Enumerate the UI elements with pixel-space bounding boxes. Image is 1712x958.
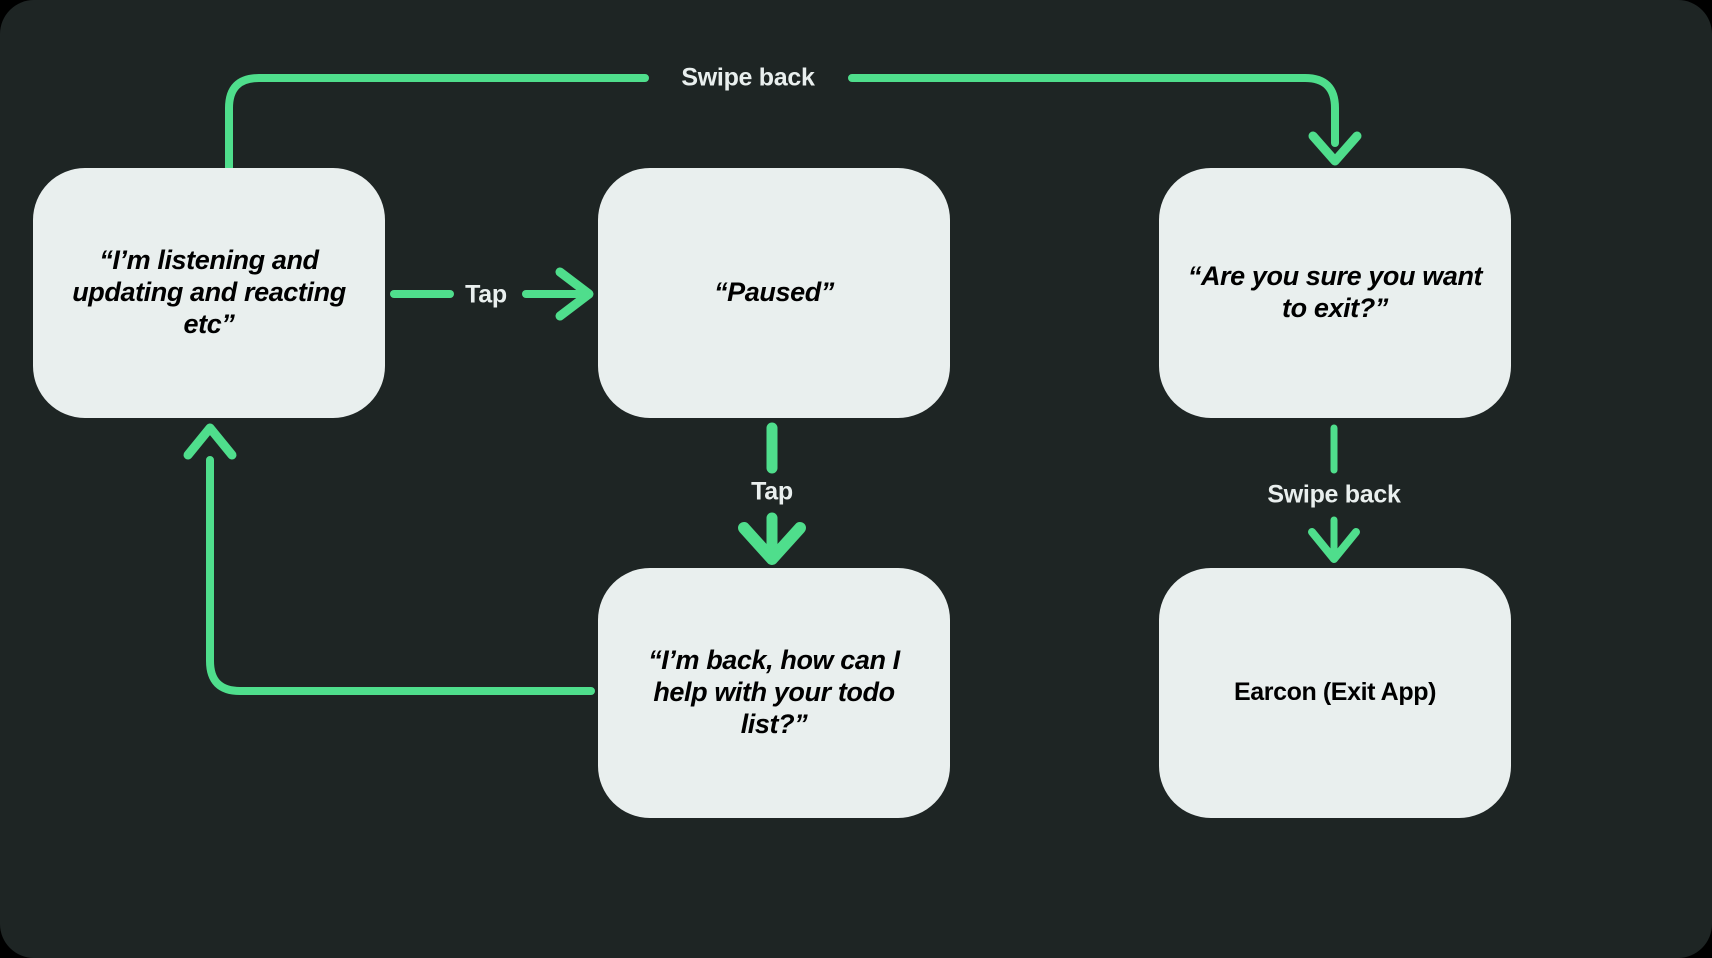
edge-swipe-back-top-right-segment: [848, 74, 1339, 147]
edge-swipe-back-right-arrowhead: [1308, 528, 1360, 563]
node-confirm-exit[interactable]: “Are you sure you want to exit?”: [1159, 168, 1511, 418]
node-earcon-exit-app[interactable]: Earcon (Exit App): [1159, 568, 1511, 818]
edge-label-tap-horizontal: Tap: [465, 280, 507, 309]
edge-label-swipe-back-right: Swipe back: [1267, 480, 1401, 509]
edge-tap-horizontal-arrowhead: [555, 267, 594, 321]
edge-label-tap-vertical: Tap: [751, 477, 793, 506]
edge-return-loop-line: [206, 456, 595, 695]
node-back-todo[interactable]: “I’m back, how can I help with your todo…: [598, 568, 950, 818]
node-back-todo-label: “I’m back, how can I help with your todo…: [648, 645, 900, 739]
edge-swipe-back-top-arrowhead: [1308, 131, 1362, 166]
edge-tap-vertical-arrowhead: [738, 522, 806, 565]
node-listening-label: “I’m listening and updating and reacting…: [72, 245, 346, 339]
node-paused[interactable]: “Paused”: [598, 168, 950, 418]
node-paused-label: “Paused”: [714, 277, 834, 308]
node-listening[interactable]: “I’m listening and updating and reacting…: [33, 168, 385, 418]
node-confirm-exit-label: “Are you sure you want to exit?”: [1187, 261, 1483, 323]
edge-swipe-back-top-left-segment: [225, 74, 649, 174]
edge-label-swipe-back-top: Swipe back: [681, 63, 815, 92]
edge-return-loop-arrowhead: [183, 423, 237, 460]
node-earcon-exit-app-label: Earcon (Exit App): [1233, 678, 1436, 707]
